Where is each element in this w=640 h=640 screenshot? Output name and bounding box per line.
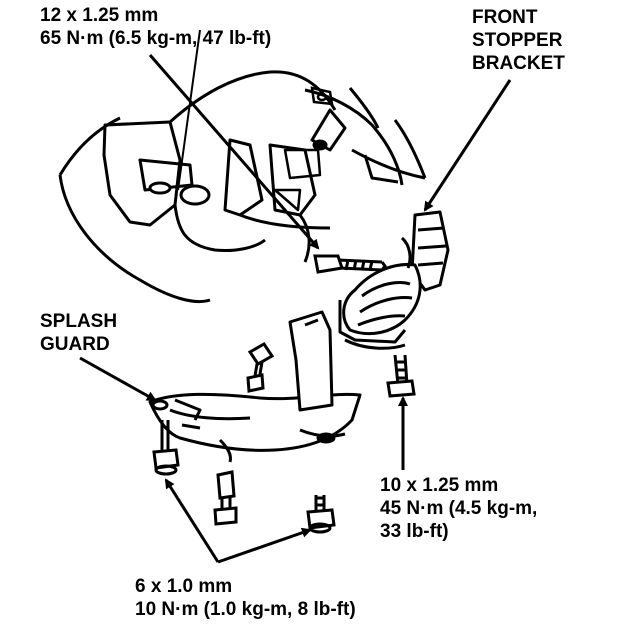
- splash-guard-line1: SPLASH: [40, 311, 118, 332]
- splash-guard-bolt-mid: [213, 470, 238, 526]
- top-bolt-size: 12 x 1.25 mm: [40, 5, 159, 26]
- right-bolt-torque-line1: 45 N·m (4.5 kg-m,: [380, 498, 538, 519]
- bottom-bolts-size: 6 x 1.0 mm: [135, 576, 233, 597]
- leader-top-bolt: [148, 54, 320, 250]
- top-bolt-callout: 12 x 1.25 mm 65 N·m (6.5 kg-m, 47 lb-ft): [40, 4, 271, 50]
- front-stopper-line1: FRONT: [472, 7, 538, 28]
- stopper-bracket-bolt: [386, 354, 416, 398]
- splash-guard-callout: SPLASH GUARD: [40, 310, 117, 356]
- right-bolt-torque-line2: 33 lb-ft): [380, 521, 449, 542]
- upper-mount-tab: [310, 86, 334, 106]
- front-stopper-line3: BRACKET: [472, 53, 565, 74]
- leader-bottom-bolt-left: [164, 478, 220, 563]
- right-bolt-size: 10 x 1.25 mm: [380, 475, 499, 496]
- splash-guard-line2: GUARD: [40, 334, 110, 355]
- front-stopper-bracket: [338, 210, 450, 350]
- leader-splash-guard: [79, 356, 157, 402]
- engine-edge-line: [177, 29, 201, 191]
- splash-guard: [148, 310, 362, 463]
- splash-guard-upper-bolt: [246, 342, 275, 393]
- front-stopper-bracket-callout: FRONT STOPPER BRACKET: [472, 6, 565, 75]
- splash-guard-bolt-right: [306, 495, 336, 534]
- leader-lines: [79, 29, 512, 564]
- bottom-bolts-callout: 6 x 1.0 mm 10 N·m (1.0 kg-m, 8 lb-ft): [135, 575, 356, 621]
- front-stopper-line2: STOPPER: [472, 30, 563, 51]
- top-bolt-torque: 65 N·m (6.5 kg-m, 47 lb-ft): [40, 28, 272, 49]
- splash-guard-bolt-left: [152, 420, 180, 476]
- bottom-bolts-torque: 10 N·m (1.0 kg-m, 8 lb-ft): [135, 599, 356, 620]
- leader-front-stopper: [423, 79, 512, 212]
- leader-bottom-bolt-right: [217, 527, 312, 564]
- engine-block: [58, 70, 427, 304]
- front-mount-bolt: [313, 254, 387, 274]
- right-bolt-callout: 10 x 1.25 mm 45 N·m (4.5 kg-m, 33 lb-ft): [380, 474, 537, 543]
